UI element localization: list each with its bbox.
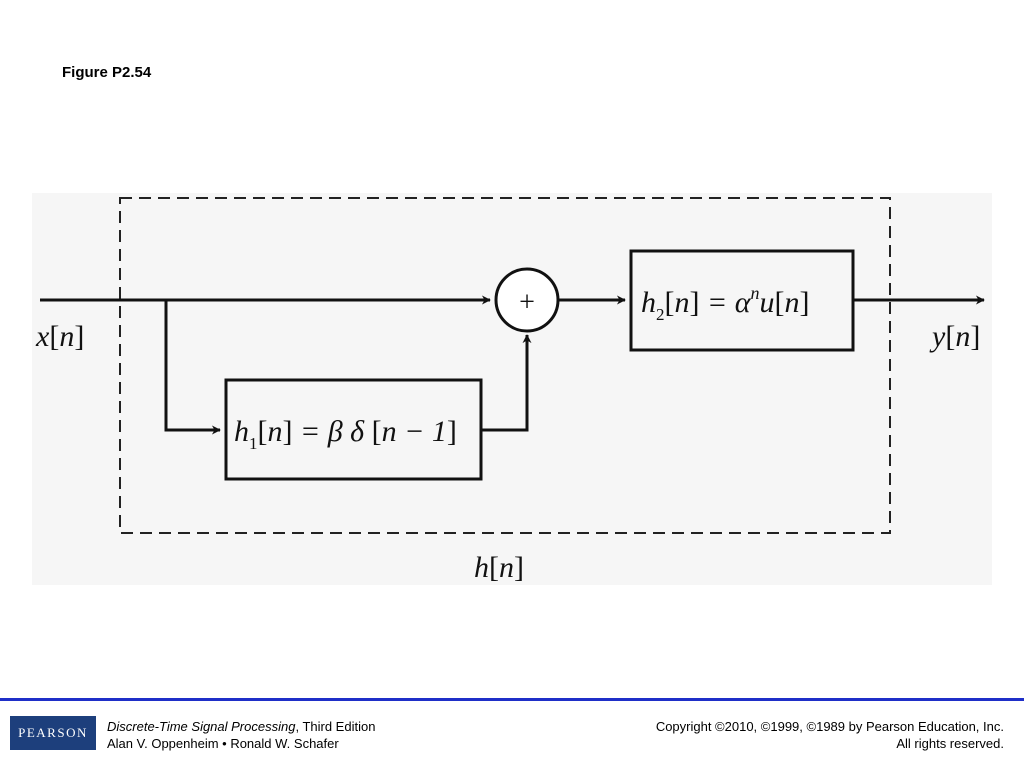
logo-text: PEARSON [18, 725, 88, 740]
footer-book-info: Discrete-Time Signal Processing, Third E… [107, 718, 375, 752]
pearson-logo: PEARSON [10, 716, 96, 750]
input-label: x[n] [35, 320, 84, 353]
adder-symbol: + [519, 287, 535, 318]
rights-line: All rights reserved. [896, 736, 1004, 751]
copyright-line: Copyright ©2010, ©1999, ©1989 by Pearson… [655, 719, 1004, 734]
book-title: Discrete-Time Signal Processing [107, 719, 296, 734]
book-line: Discrete-Time Signal Processing, Third E… [107, 718, 375, 735]
figure-title: Figure P2.54 [62, 64, 152, 81]
book-authors: Alan V. Oppenheim • Ronald W. Schafer [107, 736, 339, 751]
system-boundary [119, 197, 891, 534]
output-label: y[n] [929, 320, 980, 353]
footer-copyright: Copyright ©2010, ©1999, ©1989 by Pearson… [656, 718, 1004, 752]
diagram-panel [32, 193, 992, 585]
book-edition: , Third Edition [295, 719, 376, 734]
branch-line [164, 300, 221, 435]
h1-output-line [481, 334, 532, 432]
footer-divider [0, 698, 1024, 701]
system-label: h[n] [474, 551, 524, 584]
block-h2-label: h2[n] = αnu[n] [641, 283, 810, 324]
block-h1-label: h1[n] = β δ [n − 1] [234, 415, 457, 453]
